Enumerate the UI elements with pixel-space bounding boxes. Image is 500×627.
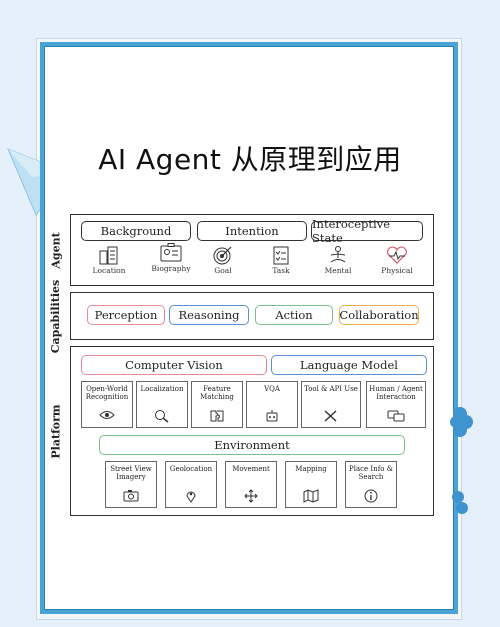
capabilities-section: Perception Reasoning Action Collaboratio…	[70, 292, 434, 340]
intention-pill: Intention	[197, 221, 307, 241]
goal-item: Goal	[203, 245, 243, 275]
checklist-icon	[273, 246, 289, 265]
computer-vision-bar: Computer Vision	[81, 355, 267, 375]
language-model-bar: Language Model	[271, 355, 427, 375]
puzzle-icon	[210, 410, 224, 422]
environment-bar: Environment	[99, 435, 405, 455]
street-view-imagery-card: Street View Imagery	[105, 461, 157, 508]
move-arrows-icon	[244, 489, 258, 503]
collaboration-pill: Collaboration	[339, 305, 419, 325]
perception-pill: Perception	[87, 305, 165, 325]
vqa-card: VQA	[246, 381, 298, 428]
mapping-card: Mapping	[285, 461, 337, 508]
platform-section-label: Platform	[49, 403, 63, 459]
localization-card: Localization	[136, 381, 188, 428]
eye-icon	[99, 411, 115, 419]
physical-label: Physical	[381, 266, 413, 275]
mental-item: Mental	[318, 245, 358, 275]
pin-icon	[186, 491, 196, 503]
target-icon	[213, 246, 232, 265]
meditation-icon	[330, 246, 346, 263]
tool-api-use-card: Tool & API Use	[301, 381, 361, 428]
physical-item: Physical	[377, 245, 417, 275]
location-item: Location	[89, 245, 129, 275]
id-card-icon	[160, 243, 182, 262]
place-info-search-card: Place Info & Search	[345, 461, 397, 508]
biography-label: Biography	[151, 264, 191, 273]
agent-section-label: Agent	[49, 231, 63, 269]
robot-icon	[266, 410, 278, 422]
feature-matching-card: Feature Matching	[191, 381, 243, 428]
biography-item: Biography	[151, 243, 191, 273]
buildings-icon	[99, 246, 118, 265]
flower-decoration-icon	[452, 491, 468, 514]
map-icon	[303, 489, 319, 503]
heartbeat-icon	[386, 246, 408, 264]
movement-card: Movement	[225, 461, 277, 508]
location-label: Location	[92, 266, 126, 275]
background-pill: Background	[81, 221, 191, 241]
geolocation-card: Geolocation	[165, 461, 217, 508]
interoceptive-state-pill: Interoceptive State	[311, 217, 423, 245]
tools-icon	[324, 410, 337, 422]
flower-decoration-icon	[450, 407, 473, 437]
magnifier-icon	[155, 410, 169, 423]
camera-icon	[123, 490, 139, 502]
human-agent-interaction-card: Human / Agent Interaction	[366, 381, 426, 428]
action-pill: Action	[255, 305, 333, 325]
mental-label: Mental	[324, 266, 352, 275]
task-label: Task	[272, 266, 290, 275]
info-icon	[364, 489, 378, 503]
platform-section: Computer Vision Language Model Open-Worl…	[70, 346, 434, 516]
reasoning-pill: Reasoning	[169, 305, 249, 325]
agent-section: Background Intention Interoceptive State…	[70, 214, 434, 286]
task-item: Task	[261, 245, 301, 275]
chat-icon	[387, 410, 405, 422]
goal-label: Goal	[214, 266, 232, 275]
poster-title: AI Agent 从原理到应用	[98, 143, 402, 176]
capabilities-section-label: Capabilities	[49, 279, 63, 353]
open-world-recognition-card: Open-World Recognition	[81, 381, 133, 428]
